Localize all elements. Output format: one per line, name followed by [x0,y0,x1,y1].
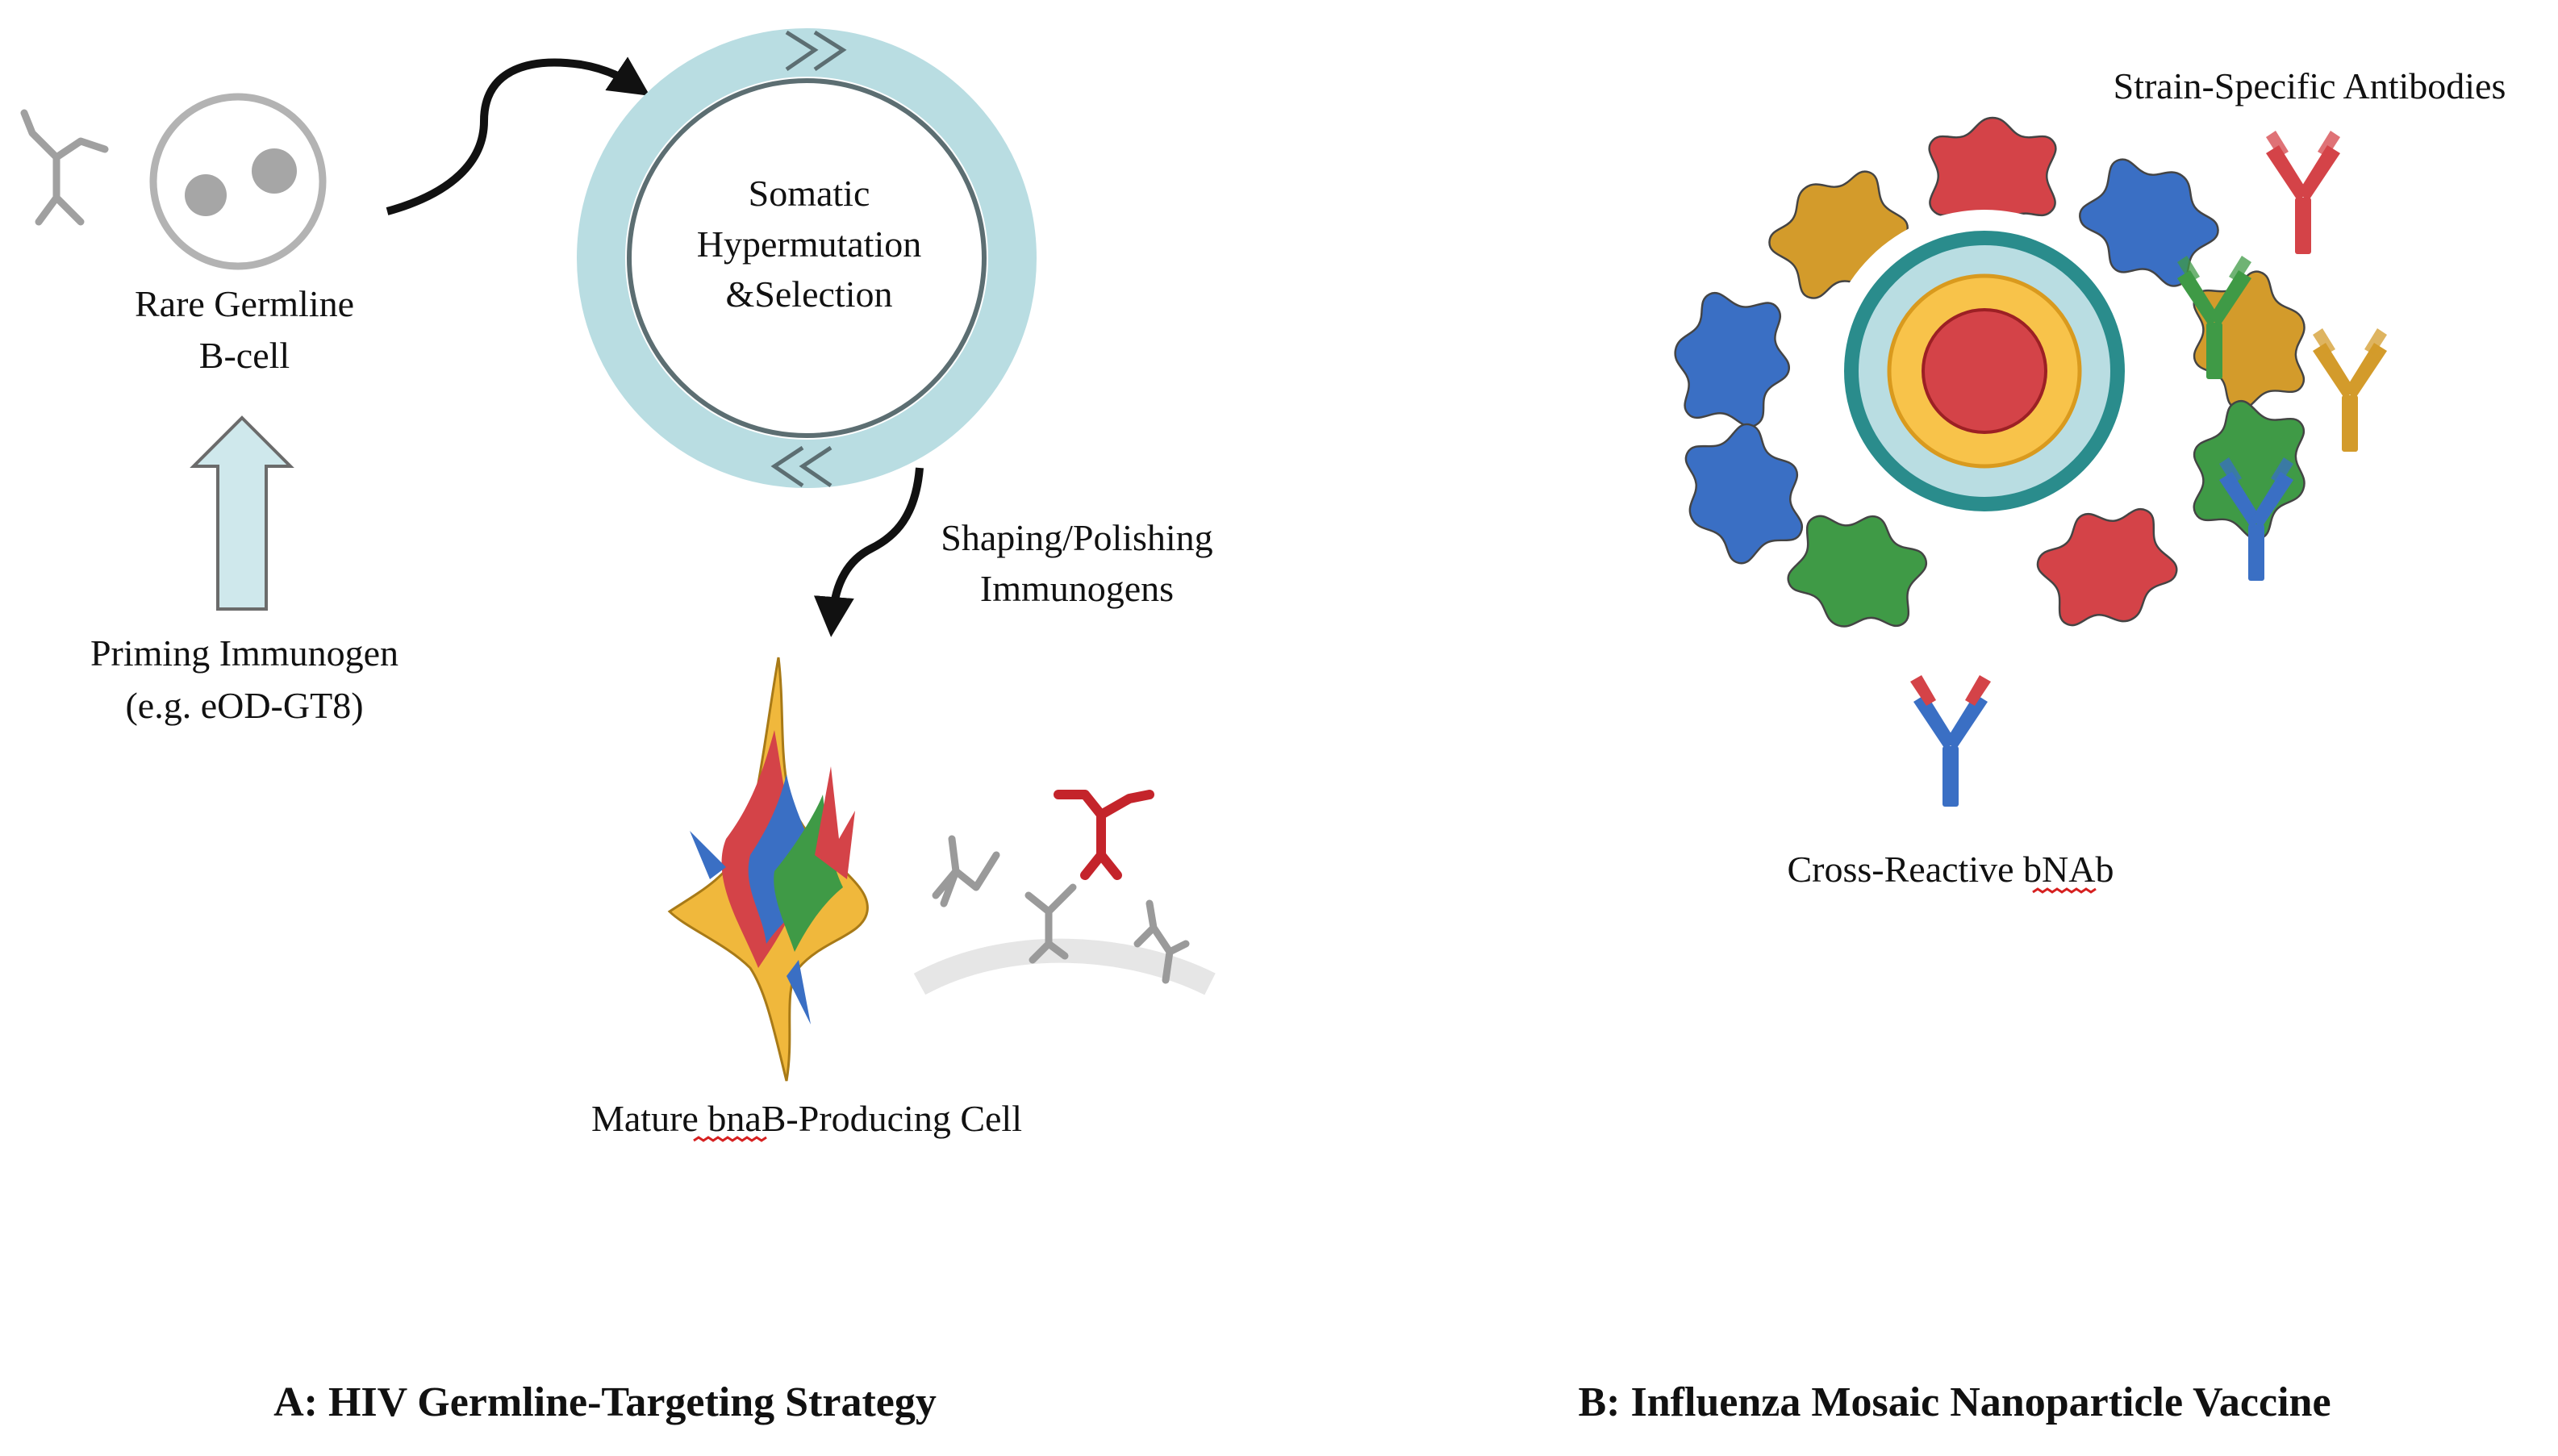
germline-antibody-icon [20,109,109,226]
mature-antibodies-icon [913,790,1216,995]
priming-label-line2: (e.g. eOD-GT8) [125,685,363,726]
germline-label-line1: Rare Germline [135,283,354,324]
priming-arrow [190,415,294,611]
cycle-label-line2: Hypermutation [697,223,922,265]
panel-a-title: A: HIV Germline-Targeting Strategy [273,1379,937,1425]
from-cycle-arrow [813,467,924,637]
panel-b-title: B: Influenza Mosaic Nanoparticle Vaccine [1578,1379,2331,1425]
cycle-label-line3: &Selection [726,273,893,315]
spellcheck-underline-bnab-b [2032,887,2097,894]
strain-antibody-gold [2313,328,2387,452]
priming-label-line1: Priming Immunogen [90,632,399,674]
mature-cell-label: Mature bnaB-Producing Cell [591,1098,1022,1139]
shaping-label-line1: Shaping/Polishing [941,517,1212,558]
mosaic-nanoparticle [1663,116,2326,649]
germline-label-line2: B-cell [199,335,290,376]
panel-b: Strain-Specific Antibodies [1578,65,2506,1425]
strain-label: Strain-Specific Antibodies [2114,65,2506,106]
germline-b-cell-icon [149,93,327,270]
cycle-label-line1: Somatic [749,173,870,214]
panel-a: Rare Germline B-cell Priming Immunogen (… [20,28,1216,1425]
to-cycle-arrow [386,56,650,215]
hypermutation-cycle [577,28,1037,488]
bnab-label: Cross-Reactive bNAb [1788,849,2114,890]
strain-antibody-red [2266,131,2340,254]
spellcheck-underline-bnab-a [693,1136,767,1142]
mature-cell-icon [667,657,869,1082]
bnab-antibody-icon [1910,675,1991,807]
shaping-label-line2: Immunogens [980,568,1174,609]
